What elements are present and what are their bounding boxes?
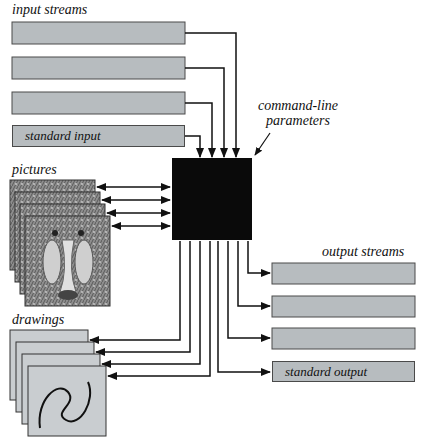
group-label: input streams	[12, 3, 87, 18]
output-arrows	[218, 241, 270, 372]
program-box	[172, 158, 252, 240]
stream-name: standard output	[273, 364, 367, 380]
stream-bar: standard input	[12, 125, 185, 147]
picture-stack	[10, 180, 110, 306]
group-label: drawings	[12, 313, 64, 328]
picture-arrows	[97, 187, 170, 226]
drawing-arrows	[90, 241, 210, 376]
group-label: pictures	[12, 163, 57, 178]
stream-bar: standard output	[272, 361, 415, 382]
input-arrows	[185, 33, 236, 157]
output-stream-bars	[272, 263, 415, 349]
stream-name: standard input	[13, 128, 101, 144]
group-label: output streams	[322, 245, 404, 260]
leader-arrow	[255, 133, 270, 155]
drawing-stack	[10, 330, 106, 436]
input-stream-bars	[12, 22, 185, 114]
callout-label: command-line parameters	[252, 99, 344, 128]
